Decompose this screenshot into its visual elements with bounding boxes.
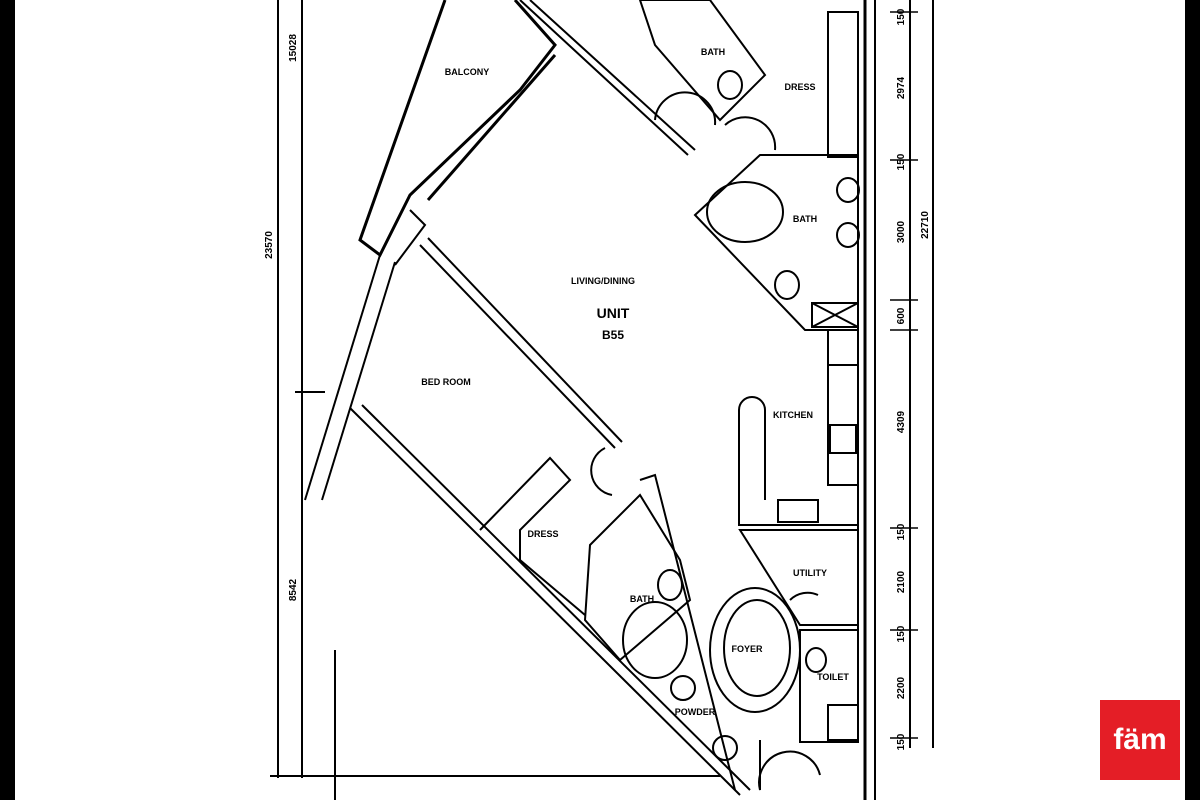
right-border [1185, 0, 1200, 800]
dim-right-segments: 150 2974 150 3000 600 4309 150 2100 150 … [896, 8, 907, 750]
dim-segment: 150 [896, 733, 907, 750]
room-label-living: LIVING/DINING [571, 276, 635, 286]
dim-segment: 600 [896, 307, 907, 324]
dim-segment: 2200 [896, 676, 907, 699]
brand-logo-text: fäm [1113, 723, 1167, 756]
room-label-bath-top: BATH [701, 47, 725, 57]
room-label-kitchen: KITCHEN [773, 410, 813, 420]
room-label-dress-top: DRESS [784, 82, 815, 92]
room-label-bedroom: BED ROOM [421, 377, 471, 387]
room-label-bath-master: BATH [793, 214, 817, 224]
dim-segment: 4309 [896, 410, 907, 433]
dim-segment: 150 [896, 8, 907, 25]
dim-segment: 2100 [896, 570, 907, 593]
unit-title: UNIT [597, 305, 630, 321]
room-label-dress-bottom: DRESS [527, 529, 558, 539]
brand-logo: fäm [1100, 700, 1180, 780]
dim-segment: 150 [896, 523, 907, 540]
room-label-toilet: TOILET [817, 672, 849, 682]
dim-segment: 150 [896, 625, 907, 642]
plan-lines [270, 0, 934, 800]
dim-right-total: 22710 [920, 211, 931, 239]
room-label-bath-bottom: BATH [630, 594, 654, 604]
room-label-utility: UTILITY [793, 568, 827, 578]
dim-left-total: 23570 [264, 231, 275, 259]
room-label-foyer: FOYER [731, 644, 763, 654]
dim-left-upper: 15028 [288, 34, 299, 62]
unit-code: B55 [602, 328, 624, 342]
dim-left-lower: 8542 [288, 578, 299, 601]
dim-segment: 2974 [896, 76, 907, 99]
room-label-balcony: BALCONY [445, 67, 490, 77]
left-border [0, 0, 15, 800]
dim-segment: 3000 [896, 220, 907, 243]
dim-segment: 150 [896, 153, 907, 170]
room-label-powder: POWDER [675, 707, 716, 717]
